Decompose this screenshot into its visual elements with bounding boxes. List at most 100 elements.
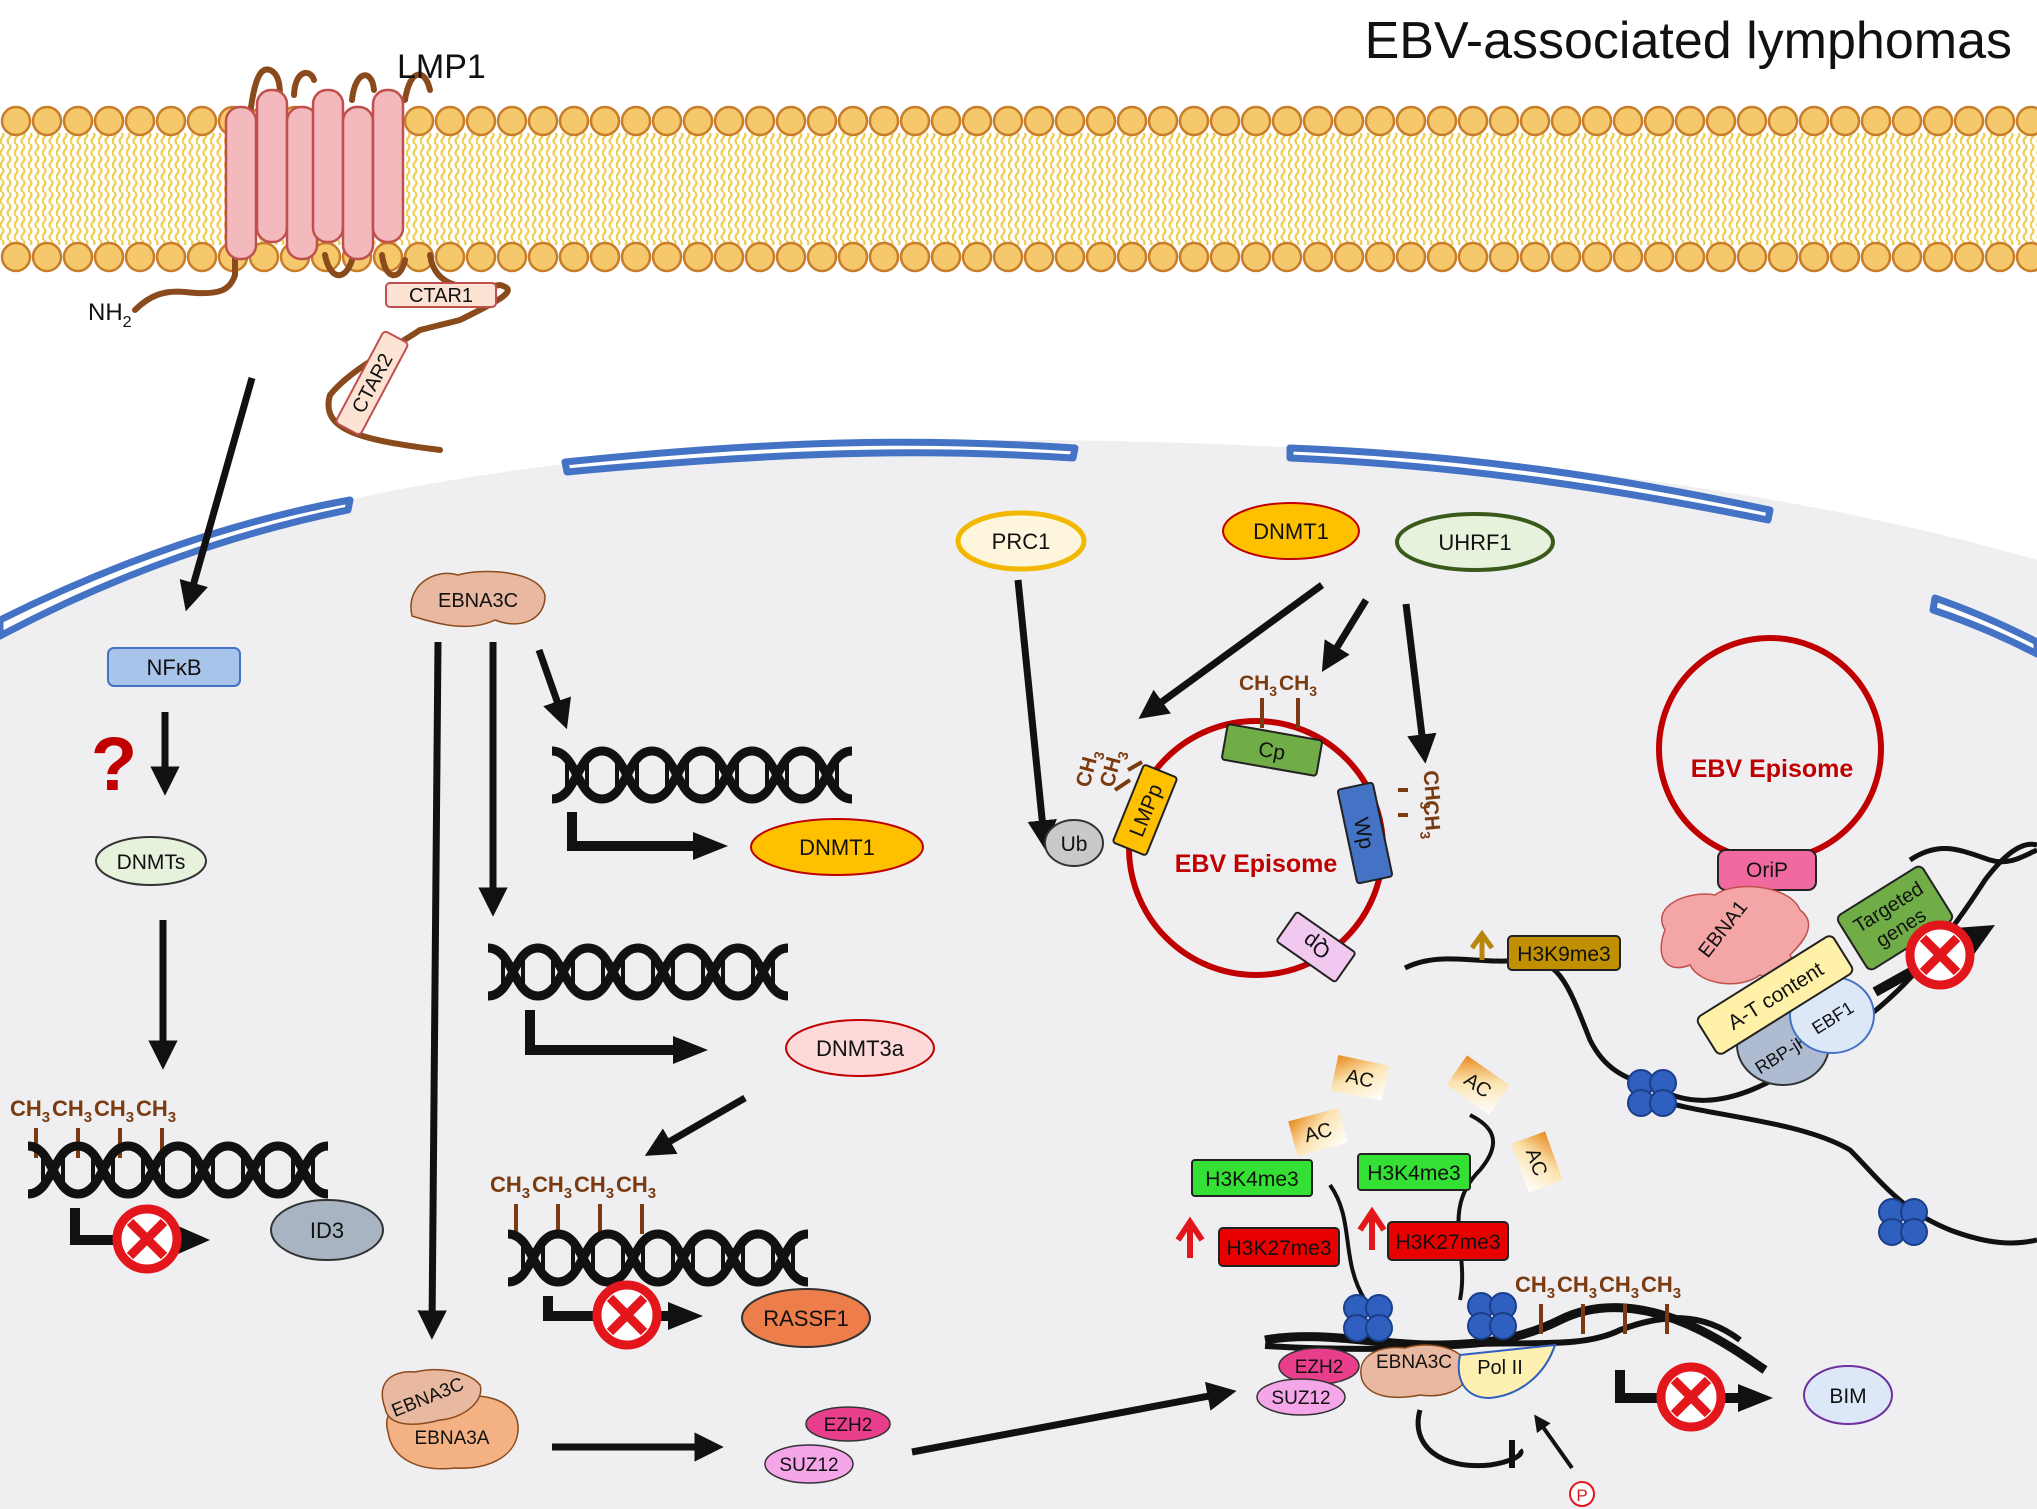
lipid-head [1736, 105, 1768, 137]
lipid-head [1705, 241, 1737, 273]
lipid-head [1271, 105, 1303, 137]
suz12-label: SUZ12 [1271, 1388, 1330, 1409]
h3k4me3-label-2: H3K4me3 [1367, 1162, 1460, 1185]
lipid-head [1116, 241, 1148, 273]
lipid-head [496, 105, 528, 137]
lipid-head [124, 105, 156, 137]
ctar2-domain: CTAR2 [335, 330, 409, 436]
methyl-label: CH3 [10, 1096, 50, 1126]
h3k9me3-label: H3K9me3 [1517, 943, 1610, 966]
h3k27me3-box [1387, 1221, 1509, 1261]
dnmt1-node [750, 818, 924, 876]
lipid-head [1674, 105, 1706, 137]
arrow-dnmt3a-dna [644, 1094, 747, 1156]
lipid-head [1891, 241, 1923, 273]
lipid-head [1147, 105, 1179, 137]
nucleus [0, 440, 2037, 1509]
diagram-title: EBV-associated lymphomas [1365, 12, 2012, 70]
lipid-head [1364, 241, 1396, 273]
acetyl-tag: AC [1288, 1107, 1348, 1157]
increase-arrow [1175, 1216, 1205, 1258]
lipid-head [1953, 105, 1985, 137]
methyl-label: CH3 [490, 1172, 530, 1202]
uhrf1-node [1395, 512, 1555, 572]
lipid-head [465, 105, 497, 137]
lipid-head [155, 241, 187, 273]
lipid-head [1736, 241, 1768, 273]
h3k27me3-box [1218, 1227, 1340, 1267]
bim-label: BIM [1829, 1385, 1866, 1408]
h3k27me3-label-2: H3K27me3 [1395, 1231, 1500, 1254]
lipid-head [558, 241, 590, 273]
lipid-head [589, 105, 621, 137]
lipid-head [1922, 105, 1954, 137]
acetyl-tag: AC [1511, 1131, 1563, 1193]
ezh2-node [805, 1406, 891, 1442]
lipid-head [1085, 105, 1117, 137]
lipid-head [961, 105, 993, 137]
lipid-head [1953, 241, 1985, 273]
ebna3c-label: EBNA3C [1376, 1352, 1452, 1373]
lipid-head [93, 105, 125, 137]
ebna1-node [1660, 885, 1810, 985]
lipid-head [713, 241, 745, 273]
lipid-head [496, 241, 528, 273]
inhibit-icon [117, 1209, 177, 1269]
phospho-label: P [1576, 1486, 1587, 1505]
methyl-label: CH3 [574, 1172, 614, 1202]
lipid-head [930, 241, 962, 273]
h3k4me3-box [1191, 1159, 1313, 1197]
cp-promoter: Cp [1221, 723, 1323, 777]
acetyl-tag: AC [1446, 1055, 1510, 1115]
lipid-head [1147, 241, 1179, 273]
ebna3c-label: EBNA3C [438, 590, 518, 612]
lipid-head [558, 105, 590, 137]
chromatin-fiber [1264, 1303, 1768, 1374]
lipid-head [837, 105, 869, 137]
lipid-head [186, 241, 218, 273]
acetyl-tag: AC [1330, 1054, 1390, 1102]
lipid-head [1178, 241, 1210, 273]
lipid-head [1271, 241, 1303, 273]
lipid-head [1674, 241, 1706, 273]
lipid-head [0, 241, 32, 273]
lipid-head [1209, 105, 1241, 137]
lipid-head [465, 241, 497, 273]
lipid-head [1457, 105, 1489, 137]
ub-node [1044, 819, 1104, 867]
lipid-head [899, 241, 931, 273]
lipid-head [1457, 241, 1489, 273]
lipid-head [1581, 105, 1613, 137]
lmpp-promoter: LMPp [1112, 764, 1178, 856]
lipid-head [1705, 105, 1737, 137]
lipid-head [1054, 241, 1086, 273]
inhibit-icon [1661, 1367, 1721, 1427]
lipid-head [1984, 241, 2016, 273]
lipid-head [620, 241, 652, 273]
inhibit-icon [597, 1285, 657, 1345]
lipid-head [868, 241, 900, 273]
lipid-head [682, 241, 714, 273]
question-mark: ? [91, 722, 137, 807]
nfkb-box [107, 647, 241, 687]
lipid-head [1302, 105, 1334, 137]
suz12-label: SUZ12 [779, 1455, 838, 1476]
ebna3c-node [381, 1368, 482, 1425]
lipid-head [124, 241, 156, 273]
methyl-label: CH3 [52, 1096, 92, 1126]
methyl-label: CH3 [532, 1172, 572, 1202]
lipid-head [837, 241, 869, 273]
arrow-prc2-chromatin [911, 1381, 1237, 1456]
id3-label: ID3 [310, 1218, 344, 1243]
id3-node [270, 1199, 384, 1261]
complex-ebna3a-label: EBNA3A [415, 1428, 490, 1449]
methyl-label: CH3 [616, 1172, 656, 1202]
lipid-head [1085, 241, 1117, 273]
lipid-head [1426, 105, 1458, 137]
lipid-head [1643, 241, 1675, 273]
qp-promoter: Qp [1276, 911, 1356, 983]
lipid-head [0, 105, 32, 137]
h3k27me3-label: H3K27me3 [1226, 1237, 1331, 1260]
lipid-head [1891, 105, 1923, 137]
arrow-prc1-ub [1014, 579, 1057, 850]
